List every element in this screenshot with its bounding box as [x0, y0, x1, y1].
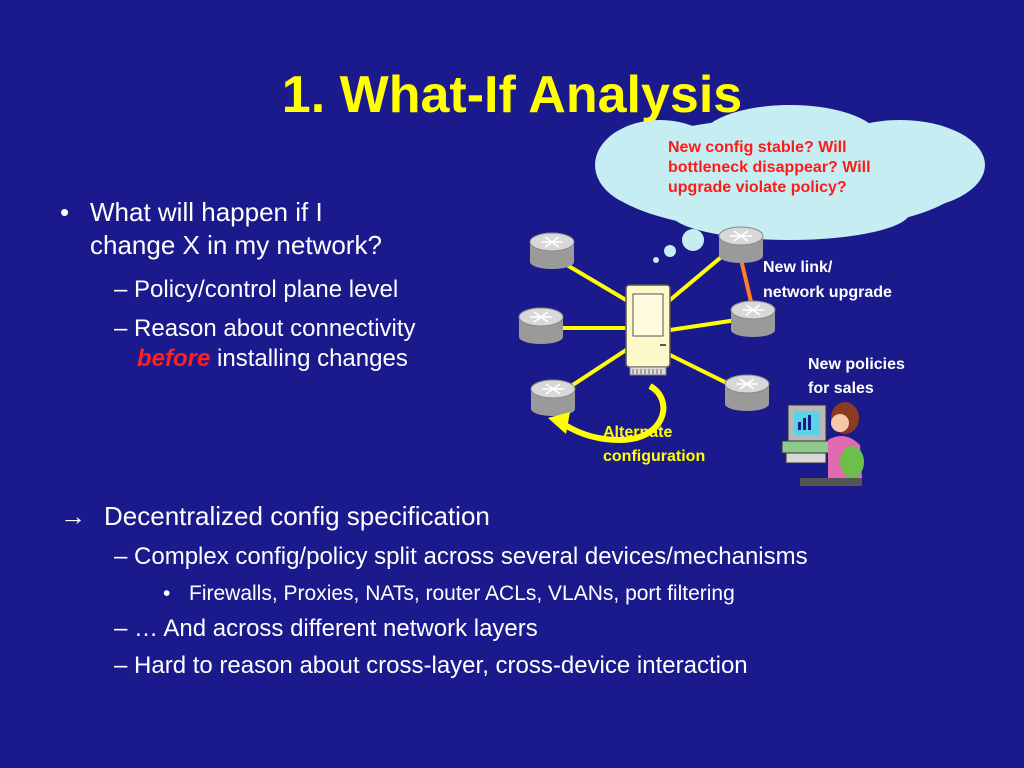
- section2-item2: – … And across different network layers: [114, 615, 538, 642]
- router-icon-left-top: [529, 232, 575, 270]
- bullet1-marker: •: [60, 197, 70, 227]
- thought-cloud: [595, 105, 985, 263]
- curved-arrow-icon: [548, 383, 667, 444]
- bullet1-line2: change X in my network?: [90, 230, 382, 260]
- section2-item1-sub: Firewalls, Proxies, NATs, router ACLs, V…: [189, 582, 735, 605]
- router-icon-right-bottom: [724, 374, 770, 412]
- section2-heading: Decentralized config specification: [104, 501, 490, 531]
- router-icon-right-top: [718, 226, 764, 264]
- router-icon-left-middle: [518, 307, 564, 345]
- alternate-config-label-line2: configuration: [603, 448, 706, 465]
- user-at-computer-icon: [781, 402, 864, 486]
- section2-item1-marker: •: [163, 582, 171, 605]
- bullet1-sub2-cont: before installing changes: [137, 342, 408, 375]
- thought-bubble-text: New config stable? Will bottleneck disap…: [668, 139, 871, 196]
- section2-item3: – Hard to reason about cross-layer, cros…: [114, 652, 748, 679]
- bullet1-line1: What will happen if I: [90, 197, 323, 227]
- bullet1-sub2-suffix: installing changes: [210, 345, 408, 372]
- server-icon: [625, 284, 671, 376]
- before-emphasis: before: [137, 345, 211, 372]
- new-policies-label-line1: New policies: [808, 356, 905, 373]
- router-icon-left-bottom: [530, 379, 576, 417]
- bullet1-sub2: – Reason about connectivity: [114, 315, 416, 342]
- new-policies-label-line2: for sales: [808, 380, 874, 397]
- new-link-label-line1: New link/: [763, 259, 833, 276]
- new-link: [738, 254, 754, 307]
- new-link-label-line2: network upgrade: [763, 284, 892, 301]
- section2-arrow-icon: →: [60, 501, 86, 531]
- bullet1-sub1: – Policy/control plane level: [114, 276, 399, 303]
- router-icon-right-middle: [730, 300, 776, 338]
- alternate-config-label-line1: Alternate: [603, 424, 673, 441]
- slide-title: 1. What-If Analysis: [281, 66, 743, 124]
- section2-item1: – Complex config/policy split across sev…: [114, 543, 808, 570]
